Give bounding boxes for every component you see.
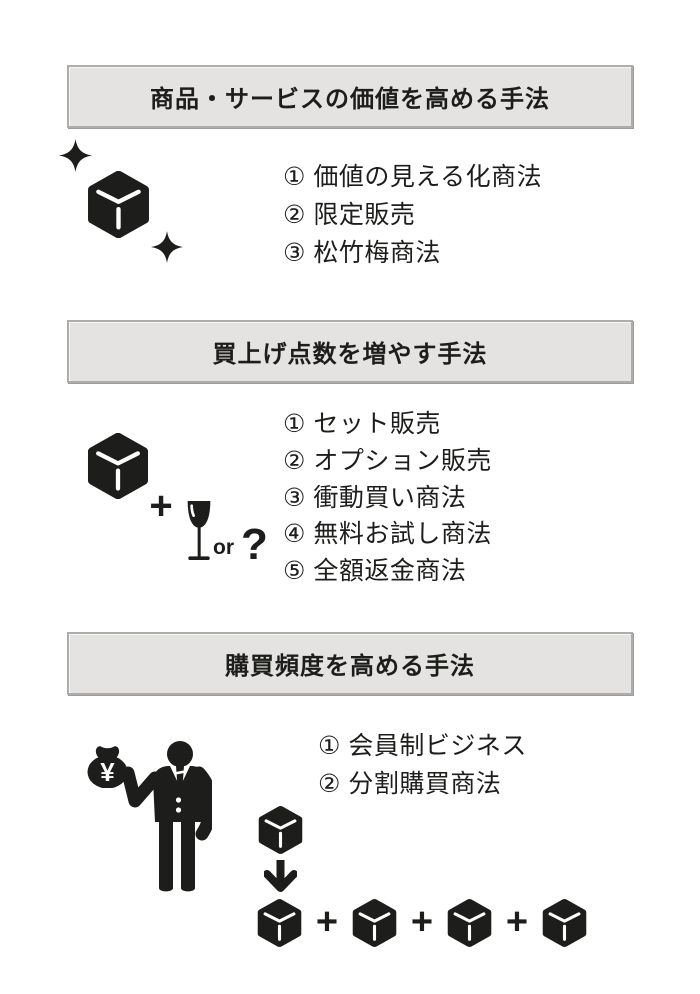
section-1-header: 商品・サービスの価値を高める手法 [67,65,633,128]
list-item: ② 分割購買商法 [318,770,502,798]
section-1-list: ① 価値の見える化商法 ② 限定販売 ③ 松竹梅商法 [283,158,542,272]
or-label: or [213,536,234,559]
sparkle-icon [59,139,92,172]
list-item: ① セット販売 [283,410,441,438]
question-mark: ? [241,520,268,569]
wine-glass-icon [185,499,213,567]
list-item: ③ 衝動買い商法 [283,483,467,512]
product-cube-icon [87,432,149,500]
plus-sign: + [410,901,434,943]
product-cube-icon [257,899,302,947]
list-item: ② 限定販売 [283,201,416,229]
section-3-list: ① 会員制ビジネス ② 分割購買商法 [318,727,527,803]
section-3-header: 購買頻度を高める手法 [67,632,633,695]
product-cube-icon [87,171,150,238]
product-cube-icon [447,899,492,947]
list-item: ② オプション販売 [283,446,492,475]
plus-sign: + [149,484,173,528]
list-item: ① 価値の見える化商法 [283,163,543,191]
list-item: ③ 松竹梅商法 [283,239,441,267]
businessman-icon [122,740,212,895]
section-2-header: 買上げ点数を増やす手法 [67,320,633,383]
plus-sign: + [505,901,529,943]
product-cube-icon [542,899,587,947]
product-cube-icon [258,806,303,854]
plus-sign: + [315,901,339,943]
sparkle-icon [151,231,183,263]
list-item: ① 会員制ビジネス [318,732,527,760]
list-item: ⑤ 全額返金商法 [283,557,467,586]
list-item: ④ 無料お試し商法 [283,520,492,549]
section-2-list: ① セット販売 ② オプション販売 ③ 衝動買い商法 ④ 無料お試し商法 ⑤ 全… [283,406,492,590]
down-arrow-icon [264,857,297,893]
product-cube-icon [352,899,397,947]
